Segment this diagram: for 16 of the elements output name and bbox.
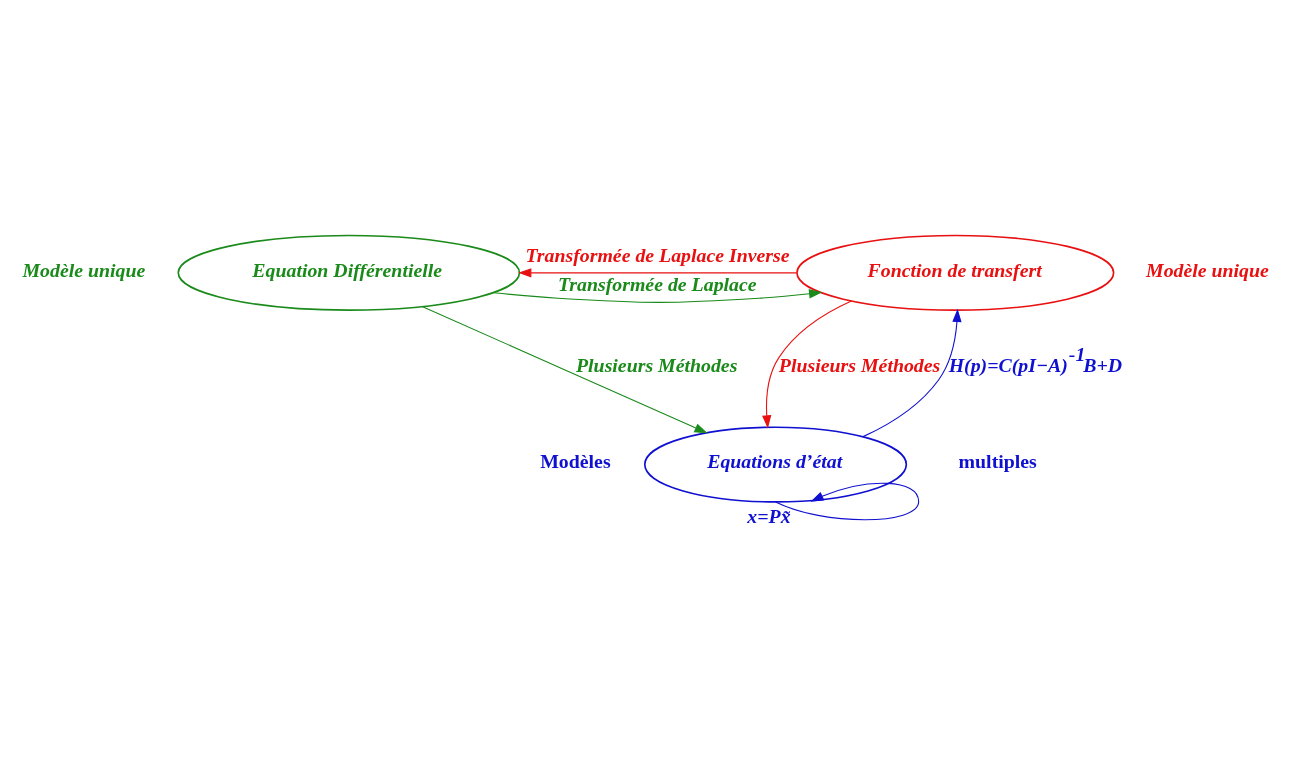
arrow (518, 268, 798, 278)
edge-label: Plusieurs Méthodes (778, 354, 941, 377)
arrow (762, 300, 852, 429)
node-ellipse: Fonction de transfert (796, 234, 1115, 311)
arrow (422, 306, 708, 434)
node-ellipse: Equation Différentielle (177, 234, 521, 311)
node-label: Modèles (540, 450, 611, 473)
edge-label: Plusieurs Méthodes (575, 354, 738, 377)
edge-label: x=Px̃ (747, 505, 791, 528)
node-label: Modèle unique (1146, 258, 1269, 281)
edge-label: Transformée de Laplace Inverse (525, 244, 790, 267)
arrow (493, 289, 823, 303)
arrow (862, 308, 962, 438)
edge-label: Transformée de Laplace (557, 272, 757, 295)
node-label: multiples (958, 450, 1037, 473)
node-label: Modèle unique (22, 258, 146, 281)
